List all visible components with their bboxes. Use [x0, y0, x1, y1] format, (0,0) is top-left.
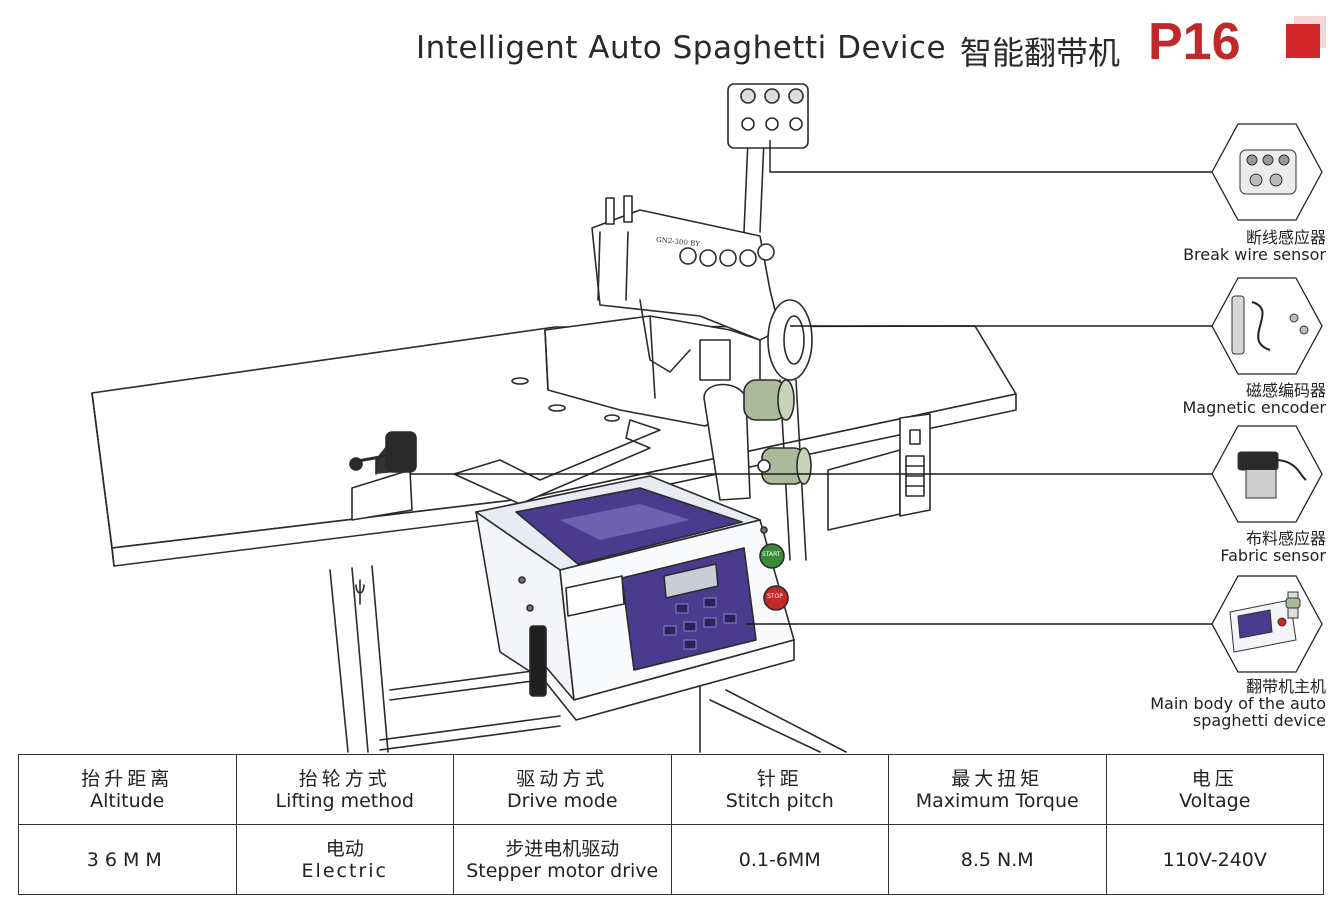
callout-main-body: 翻带机主机 Main body of the auto spaghetti de…: [1150, 678, 1326, 729]
table-leg-right: [709, 689, 847, 753]
stop-button: STOP: [767, 593, 783, 600]
corner-square: [1286, 24, 1320, 58]
callout-break-sensor-cn: 断线感应器: [1245, 228, 1326, 247]
stop-button-shape: [763, 585, 789, 611]
leader-break-sensor: [769, 140, 1212, 173]
callout-fabric-sensor: 布料感应器 Fabric sensor: [1220, 530, 1326, 564]
spec-value-cell: 8.5 N.M: [888, 824, 1107, 895]
control-panel: [621, 547, 757, 671]
spec-value-cell: 36MM: [18, 824, 237, 895]
callout-fabric-sensor-en: Fabric sensor: [1220, 546, 1326, 565]
callout-main-body-en-2: spaghetti device: [1192, 711, 1326, 730]
start-button-shape: [759, 543, 785, 569]
callout-fabric-sensor-cn: 布料感应器: [1245, 529, 1326, 548]
callout-break-sensor: 断线感应器 Break wire sensor: [1183, 229, 1326, 263]
title-english: Intelligent Auto Spaghetti Device: [416, 30, 947, 66]
callout-encoder-cn: 磁感编码器: [1245, 381, 1326, 400]
callout-break-sensor-en: Break wire sensor: [1183, 245, 1326, 264]
machine-illustration: [91, 83, 1323, 753]
handwheel: [767, 299, 813, 381]
spec-value-cell: 110V-240V: [1105, 824, 1324, 895]
callout-main-body-en-1: Main body of the auto: [1150, 694, 1326, 713]
callout-encoder: 磁感编码器 Magnetic encoder: [1183, 382, 1327, 416]
page-code: P16: [1148, 13, 1241, 71]
spec-value-cell: 0.1-6MM: [670, 824, 889, 895]
table-leg-left: [329, 565, 389, 753]
start-button: START: [762, 551, 781, 558]
fabric-sensor-bracket: [351, 469, 413, 521]
pedal-box: [827, 449, 901, 531]
callout-main-body-cn: 翻带机主机: [1245, 677, 1326, 696]
lcd-screen: [663, 563, 719, 599]
power-switch: [529, 625, 547, 697]
title-chinese: 智能翻带机: [960, 34, 1121, 72]
device-arm: [453, 419, 661, 505]
callout-encoder-en: Magnetic encoder: [1182, 398, 1327, 417]
